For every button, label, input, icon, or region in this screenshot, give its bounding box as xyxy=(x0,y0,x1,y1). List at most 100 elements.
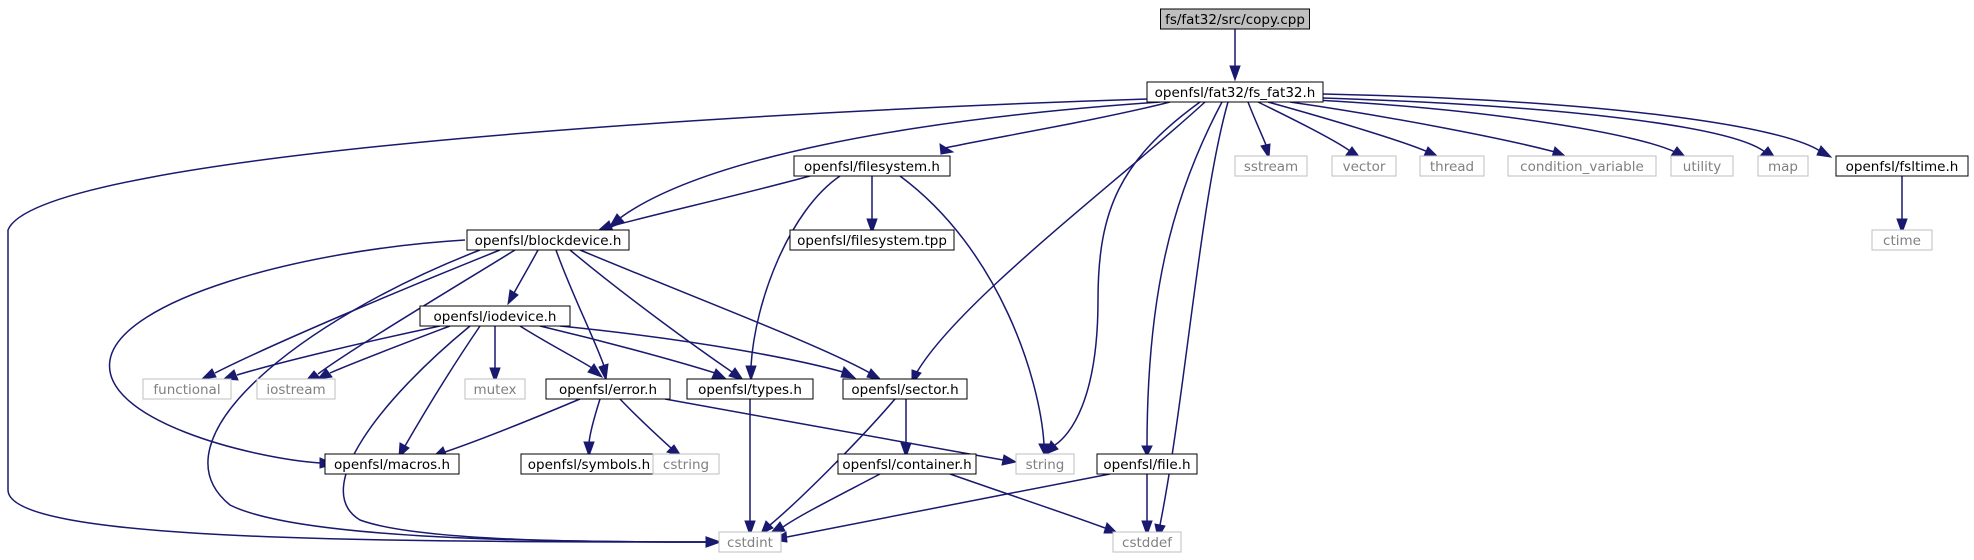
node-box xyxy=(842,378,968,400)
node-macros[interactable]: openfsl/macros.h xyxy=(324,453,460,475)
node-root[interactable]: fs/fat32/src/copy.cpp xyxy=(1160,8,1310,30)
node-filesystem-tpp[interactable]: openfsl/filesystem.tpp xyxy=(789,229,955,251)
arrowhead-icon xyxy=(316,368,333,380)
node-string: string xyxy=(1015,453,1075,475)
edge-line xyxy=(619,101,1161,219)
node-box xyxy=(256,378,336,400)
node-label: openfsl/types.h xyxy=(698,382,802,398)
node-sector[interactable]: openfsl/sector.h xyxy=(842,378,968,400)
node-box xyxy=(837,453,977,475)
edge-line xyxy=(444,398,581,453)
edge-error-to-symbols xyxy=(583,398,601,458)
edge-line xyxy=(664,398,1004,461)
edge-fs_fat32-to-filesystem xyxy=(939,101,1171,155)
arrowhead-icon xyxy=(1001,454,1018,466)
arrowhead-icon xyxy=(1141,445,1153,458)
node-types[interactable]: openfsl/types.h xyxy=(686,378,814,400)
edge-line xyxy=(1322,93,1821,152)
node-box xyxy=(789,229,955,251)
node-label: openfsl/iodevice.h xyxy=(434,309,557,325)
node-sstream: sstream xyxy=(1234,155,1308,177)
edge-iodevice-to-functional xyxy=(222,325,441,381)
edge-fsltime-to-ctime xyxy=(1896,176,1908,235)
arrowhead-icon xyxy=(1260,143,1271,160)
node-file[interactable]: openfsl/file.h xyxy=(1096,453,1198,475)
node-label: utility xyxy=(1683,159,1721,175)
node-label: cstring xyxy=(663,457,709,473)
edge-sector-to-cstdint xyxy=(760,398,896,536)
edge-line xyxy=(555,249,605,367)
arrowhead-icon xyxy=(598,363,609,382)
arrowhead-icon xyxy=(1038,443,1050,458)
node-container[interactable]: openfsl/container.h xyxy=(837,453,977,475)
node-box xyxy=(142,378,232,400)
arrowhead-icon xyxy=(745,365,757,382)
node-mutex: mutex xyxy=(464,378,526,400)
edge-file-to-cstddef xyxy=(1141,474,1153,537)
edge-line xyxy=(559,325,844,373)
node-fs-fat32[interactable]: openfsl/fat32/fs_fat32.h xyxy=(1146,81,1324,103)
edge-line xyxy=(750,175,841,367)
edge-line xyxy=(236,325,441,376)
edge-iodevice-to-sector xyxy=(559,325,857,379)
edge-line xyxy=(342,325,707,543)
node-box xyxy=(1234,155,1308,177)
arrowhead-icon xyxy=(1103,522,1119,534)
arrowhead-icon xyxy=(705,536,722,548)
edge-line xyxy=(329,325,451,374)
edge-line xyxy=(939,101,1171,150)
edge-root-to-fs_fat32 xyxy=(1229,29,1241,82)
node-label: sstream xyxy=(1244,159,1298,175)
edge-line xyxy=(519,325,593,369)
node-label: openfsl/error.h xyxy=(559,382,657,398)
node-label: openfsl/container.h xyxy=(842,457,971,473)
arrowhead-icon xyxy=(587,363,604,378)
edge-blockdevice-to-types xyxy=(569,249,745,381)
node-thread: thread xyxy=(1419,155,1485,177)
node-box xyxy=(324,453,460,475)
node-box xyxy=(793,155,951,177)
arrowhead-icon xyxy=(840,366,857,379)
edge-line xyxy=(611,175,811,227)
edge-line xyxy=(786,473,1111,538)
edge-fs_fat32-to-file xyxy=(1141,101,1223,458)
node-vector: vector xyxy=(1331,155,1397,177)
edge-file-to-cstdint xyxy=(771,473,1111,543)
node-label: cstddef xyxy=(1122,535,1173,551)
edge-line xyxy=(1054,101,1201,446)
edge-fs_fat32-to-utility xyxy=(1314,99,1688,159)
edge-error-to-cstring xyxy=(619,398,683,457)
node-box xyxy=(1160,8,1310,30)
edge-line xyxy=(1289,101,1556,153)
edge-blockdevice-to-error xyxy=(555,249,609,382)
node-iodevice[interactable]: openfsl/iodevice.h xyxy=(419,305,571,327)
node-label: openfsl/filesystem.tpp xyxy=(797,233,947,249)
node-box xyxy=(545,378,671,400)
node-box xyxy=(1331,155,1397,177)
arrowhead-icon xyxy=(489,367,501,384)
node-box xyxy=(1670,155,1734,177)
node-blockdevice[interactable]: openfsl/blockdevice.h xyxy=(466,229,630,251)
node-error[interactable]: openfsl/error.h xyxy=(545,378,671,400)
edge-line xyxy=(539,325,716,374)
node-cstring: cstring xyxy=(652,453,720,475)
node-iostream: iostream xyxy=(256,378,336,400)
arrowhead-icon xyxy=(744,520,756,537)
node-label: iostream xyxy=(266,382,325,398)
arrowhead-icon xyxy=(1896,218,1908,235)
node-box xyxy=(1015,453,1075,475)
node-box xyxy=(1096,453,1198,475)
edge-line xyxy=(214,249,501,374)
edge-iodevice-to-types xyxy=(539,325,728,380)
edge-line xyxy=(949,473,1106,529)
arrowhead-icon xyxy=(939,143,955,155)
node-box xyxy=(1757,155,1809,177)
node-fsltime[interactable]: openfsl/fsltime.h xyxy=(1835,155,1969,177)
edge-line xyxy=(1257,101,1351,152)
node-filesystem[interactable]: openfsl/filesystem.h xyxy=(793,155,951,177)
arrowhead-icon xyxy=(583,441,595,458)
edge-fs_fat32-to-fsltime xyxy=(1322,93,1833,158)
edge-line xyxy=(7,98,1148,543)
node-symbols[interactable]: openfsl/symbols.h xyxy=(520,453,658,475)
node-label: ctime xyxy=(1883,233,1921,249)
